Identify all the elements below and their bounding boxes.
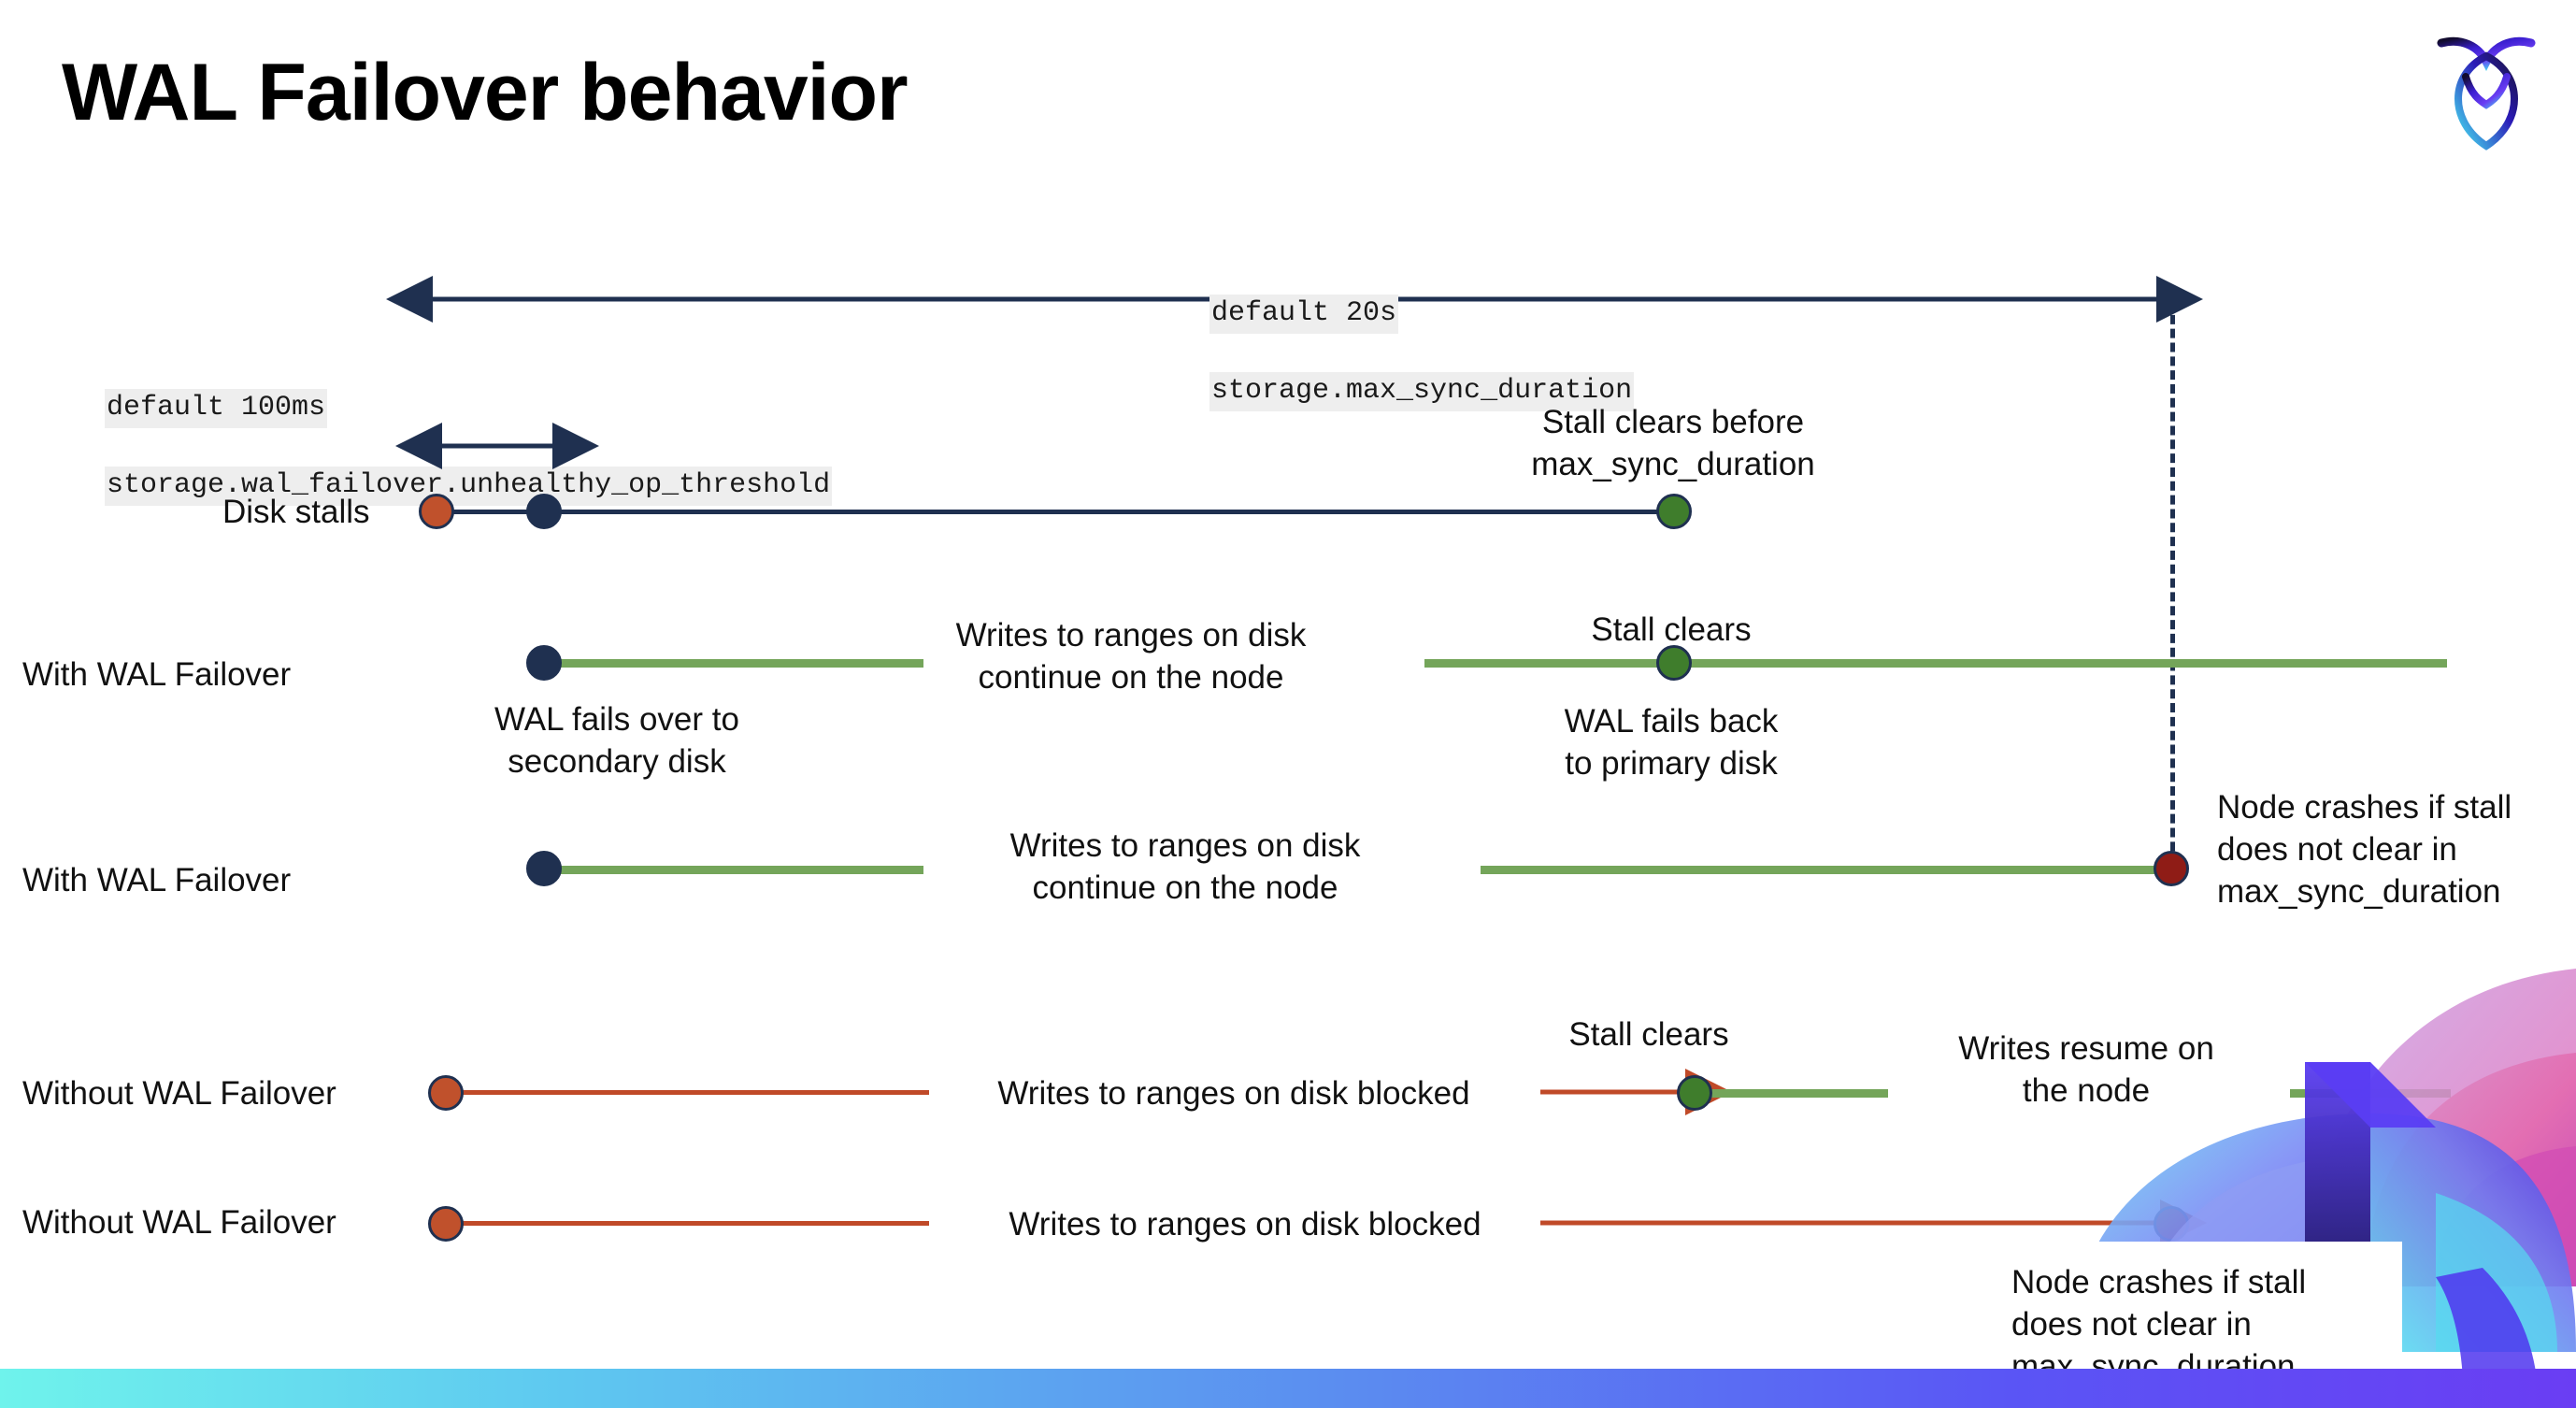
note-wal-fails-back-primary: WAL fails back to primary disk [1564, 703, 1779, 782]
with-wal-failover-crash-node-crash-marker [2154, 851, 2189, 886]
with-wal-failover-crash-start-marker [526, 851, 562, 886]
without-wal-failover-clears-resume-segment-far [2290, 1089, 2451, 1098]
with-wal-failover-clears-timeline-right [1424, 659, 2447, 668]
disk-stalls-timeline [437, 510, 1681, 514]
note-wal-fails-over-secondary: WAL fails over to secondary disk [494, 701, 739, 780]
without-wal-failover-clears-resume-segment [1701, 1089, 1888, 1098]
without-wal-failover-crash-node-crash-marker [2154, 1206, 2189, 1242]
note-writes-resume-row4: Writes resume on the node [1958, 1030, 2214, 1109]
note-writes-continue-row3: Writes to ranges on disk continue on the… [1009, 827, 1361, 906]
note-writes-blocked-row4: Writes to ranges on disk blocked [997, 1075, 1470, 1112]
without-wal-failover-clears-blocked-segment [462, 1090, 929, 1095]
unhealthy-op-setting-label: storage.wal_failover.unhealthy_op_thresh… [105, 467, 833, 506]
max-sync-duration-annotation: default 20s storage.max_sync_duration [1142, 256, 1635, 450]
with-wal-failover-crash-timeline-right [1481, 866, 2182, 874]
without-wal-failover-clears-blocked-arrow [1540, 1069, 1732, 1115]
with-wal-failover-clears-timeline-left [540, 659, 923, 668]
note-stall-clears-row4: Stall clears [1568, 1016, 1729, 1053]
row-label-disk-stalls: Disk stalls [222, 494, 370, 530]
note-writes-continue-row2: Writes to ranges on disk continue on the… [955, 617, 1307, 696]
without-wal-failover-crash-blocked-arrow [1540, 1200, 2207, 1246]
row-label-without-wal-failover-clears: Without WAL Failover [22, 1075, 336, 1112]
unhealthy-op-default-label: default 100ms [105, 389, 328, 428]
disk-stalls-start-marker [419, 494, 454, 529]
with-wal-failover-clears-clear-marker [1656, 645, 1692, 681]
note-stall-clears-before-max-sync: Stall clears before max_sync_duration [1531, 404, 1815, 482]
max-sync-setting-label: storage.max_sync_duration [1209, 372, 1635, 411]
unhealthy-op-threshold-span-arrow [395, 423, 599, 469]
without-wal-failover-clears-clear-marker [1677, 1075, 1712, 1111]
max-sync-default-label: default 20s [1209, 295, 1399, 334]
cockroachdb-logo-icon [2430, 24, 2542, 155]
unhealthy-op-threshold-annotation: default 100ms storage.wal_failover.unhea… [37, 351, 833, 544]
with-wal-failover-crash-timeline-left [540, 866, 923, 874]
note-node-crashes-row3: Node crashes if stall does not clear in … [2217, 789, 2512, 910]
without-wal-failover-clears-start-marker [428, 1075, 464, 1111]
with-wal-failover-clears-start-marker [526, 645, 562, 681]
note-writes-blocked-row5: Writes to ranges on disk blocked [1009, 1206, 1481, 1243]
page-title: WAL Failover behavior [62, 48, 909, 137]
disk-stalls-failover-threshold-marker [526, 494, 562, 529]
row-label-without-wal-failover-crash: Without WAL Failover [22, 1204, 336, 1241]
note-stall-clears-row2: Stall clears [1591, 611, 1752, 648]
max-sync-duration-dashed-guideline [2170, 301, 2175, 879]
disk-stalls-clear-marker [1656, 494, 1692, 529]
row-label-with-wal-failover-crash: With WAL Failover [22, 862, 292, 898]
without-wal-failover-crash-blocked-segment [462, 1221, 929, 1226]
row-label-with-wal-failover-clears: With WAL Failover [22, 656, 292, 693]
bottom-gradient-bar [0, 1369, 2576, 1408]
without-wal-failover-crash-start-marker [428, 1206, 464, 1242]
